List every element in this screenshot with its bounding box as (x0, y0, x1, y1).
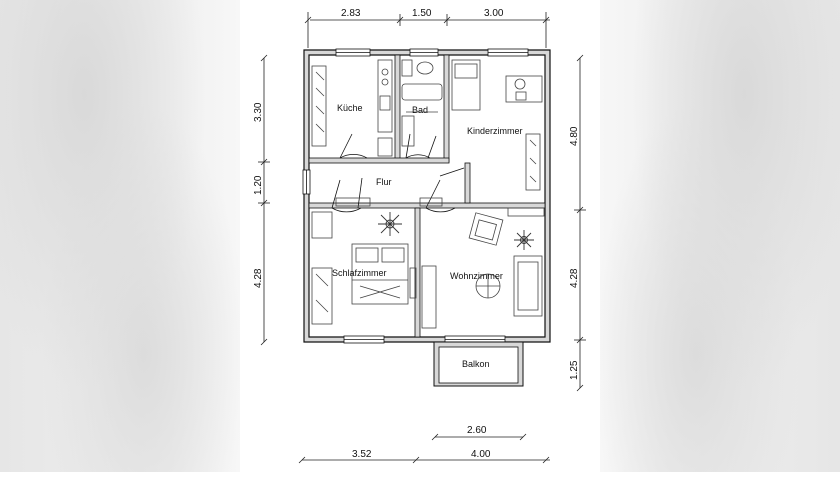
room-label-schlafzimmer: Schlafzimmer (332, 268, 387, 278)
dimension-left-2: 1.20 (253, 175, 264, 195)
plant-icon (378, 212, 534, 250)
dimension-top-1: 2.83 (341, 8, 361, 19)
kitchen-furniture (311, 59, 393, 157)
room-label-flur: Flur (376, 177, 392, 187)
dimension-right-3: 1.25 (569, 360, 580, 380)
blurred-background-right (600, 0, 840, 472)
floor-plan: Küche Bad Kinderzimmer Flur Schlafzimmer… (240, 0, 600, 472)
room-label-wohnzimmer: Wohnzimmer (450, 271, 503, 281)
blurred-background-left (0, 0, 240, 472)
childrens-room-furniture (451, 59, 543, 191)
room-label-balkon: Balkon (462, 359, 490, 369)
windows (302, 48, 529, 344)
living-room-furniture (421, 207, 545, 329)
dimension-bottom-1: 3.52 (352, 449, 372, 460)
room-label-bad: Bad (412, 105, 428, 115)
dimension-left-3: 4.28 (253, 268, 264, 288)
dimension-top-3: 3.00 (484, 8, 504, 19)
room-label-kinderzimmer: Kinderzimmer (467, 126, 523, 136)
dimension-left-1: 3.30 (253, 102, 264, 122)
doors (331, 133, 465, 213)
hallway-furniture (335, 197, 443, 207)
dimension-bottom-balcony: 2.60 (467, 425, 487, 436)
dimension-bottom-2: 4.00 (471, 449, 491, 460)
dimension-top-2: 1.50 (412, 8, 432, 19)
bedroom-furniture (311, 211, 417, 325)
dimension-right-2: 4.28 (569, 268, 580, 288)
dimension-lines (258, 12, 586, 464)
balcony (433, 341, 524, 387)
dimension-right-1: 4.80 (569, 126, 580, 146)
bathroom-furniture (401, 59, 443, 147)
room-label-kueche: Küche (337, 103, 363, 113)
floor-plan-drawing: Küche Bad Kinderzimmer Flur Schlafzimmer… (253, 8, 586, 464)
walls (303, 49, 551, 343)
